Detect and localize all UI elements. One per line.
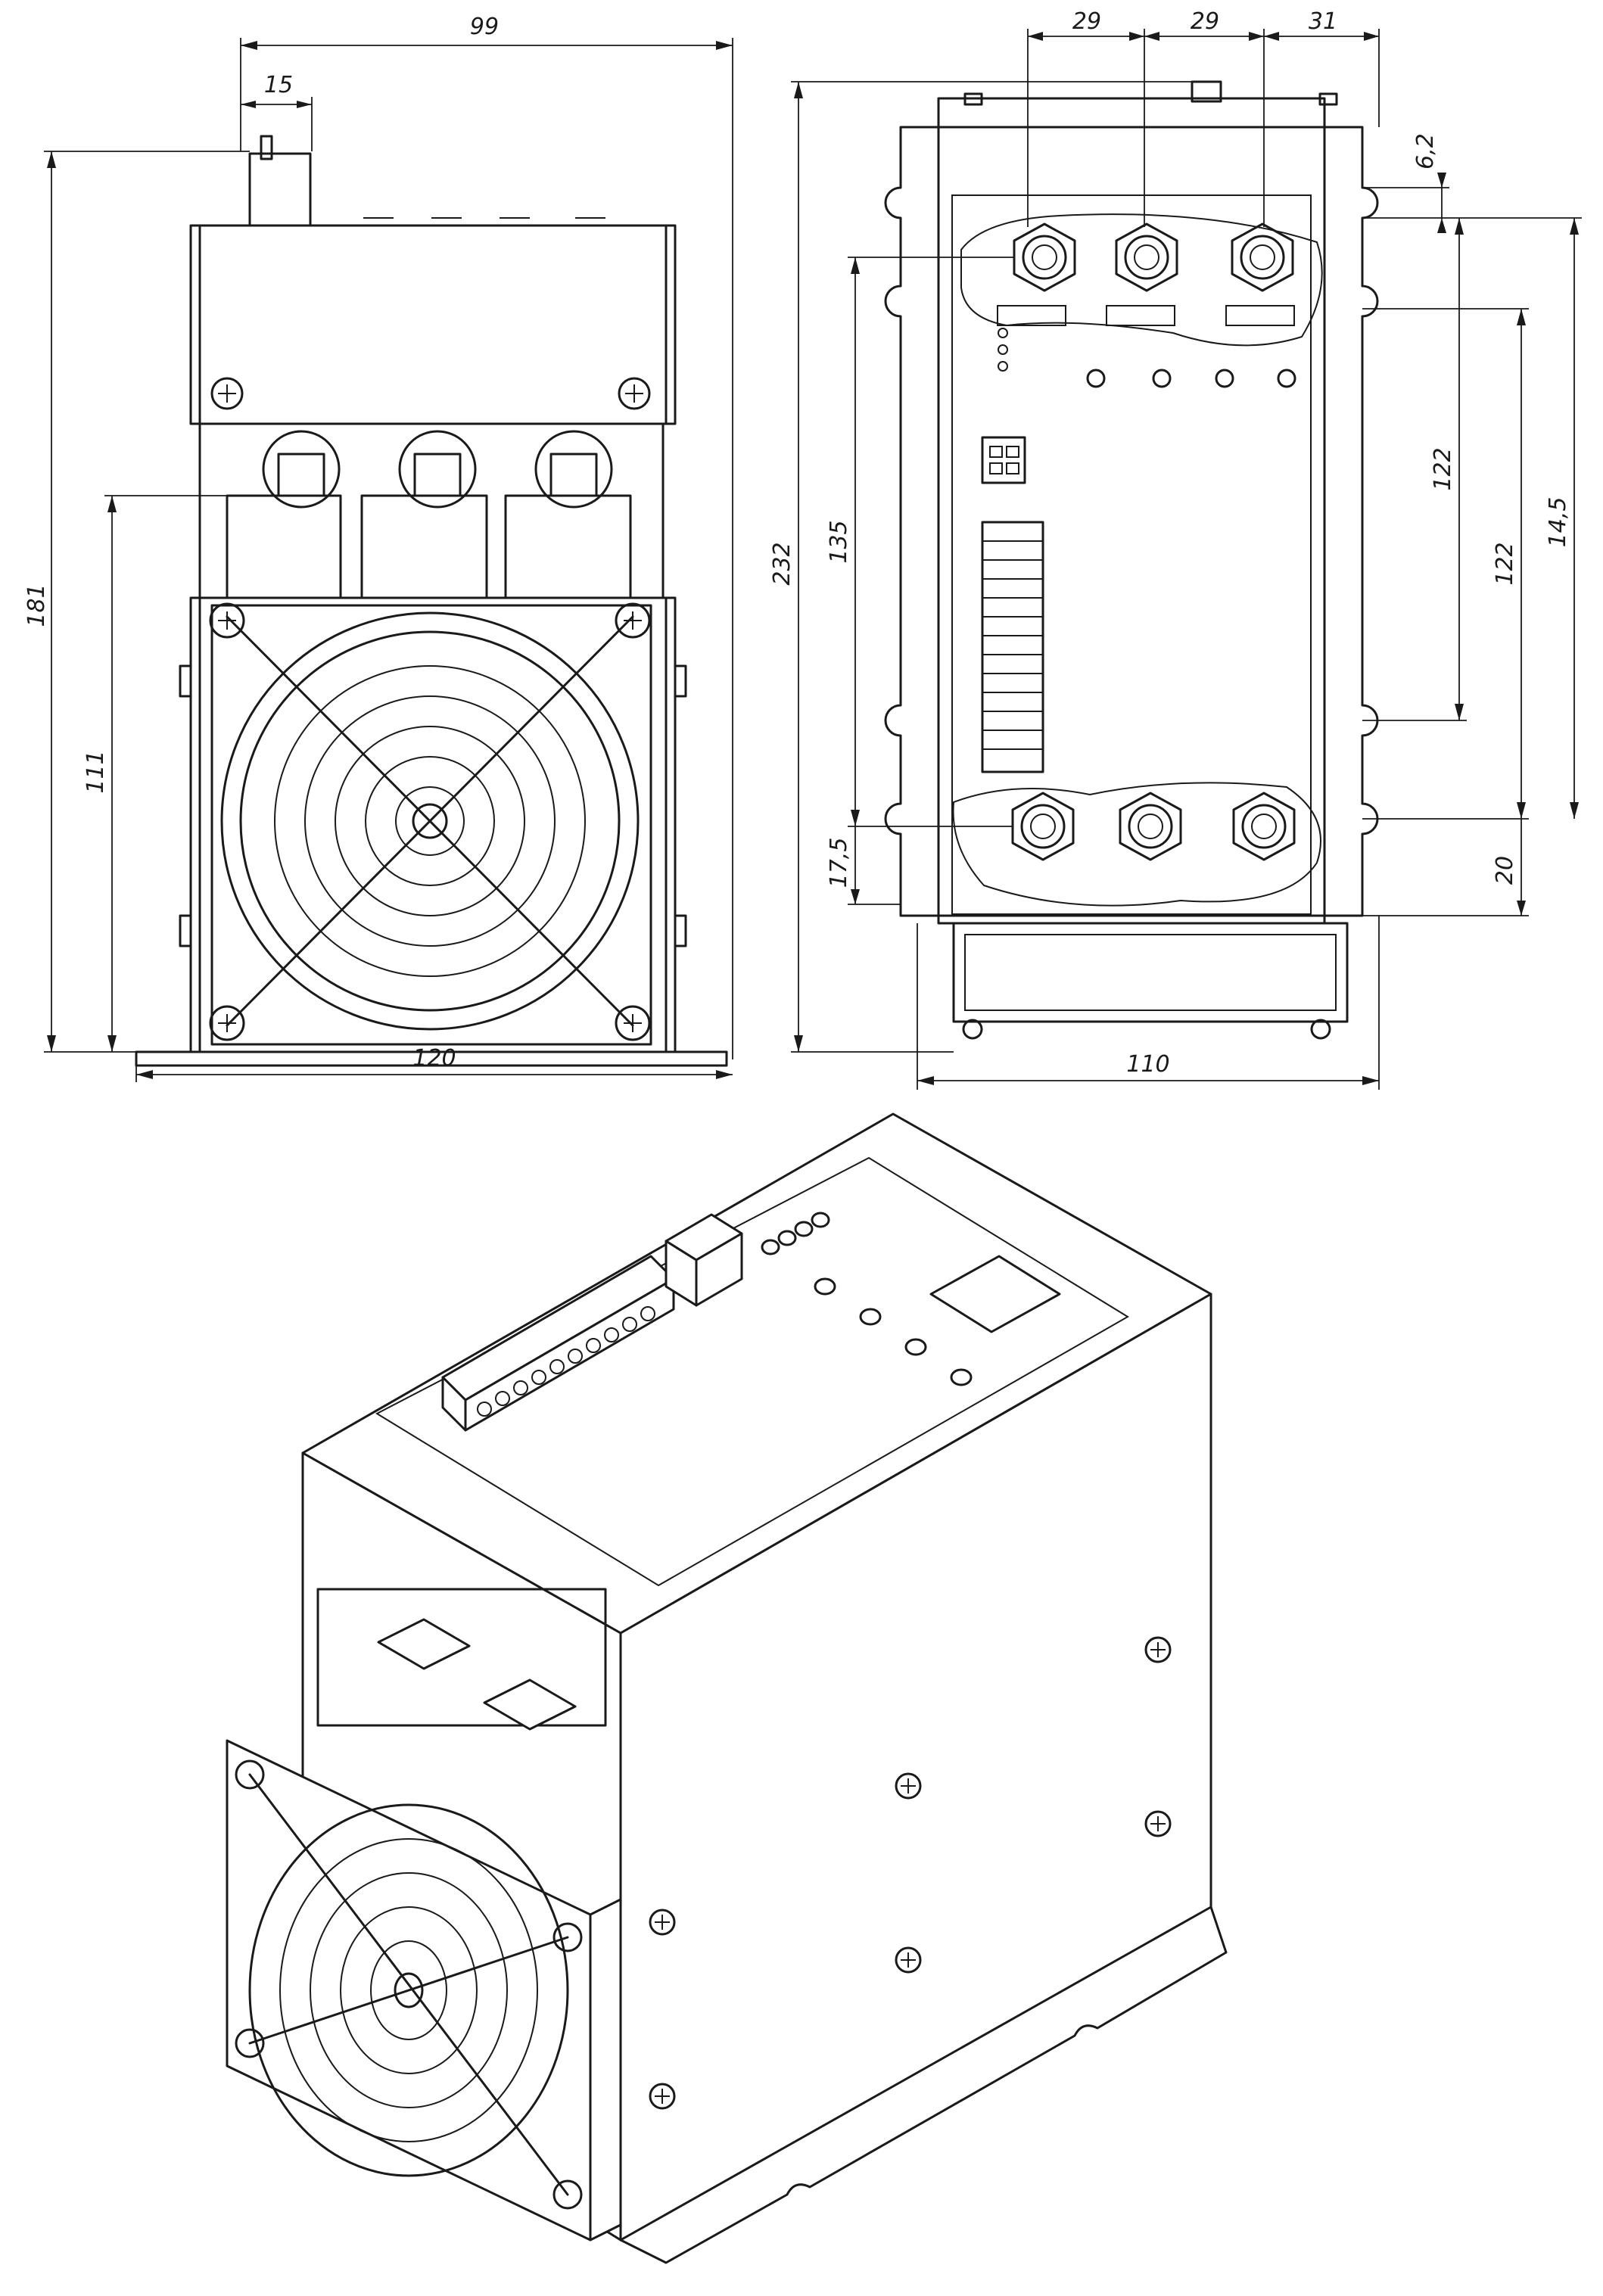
screw-icon (895, 1946, 922, 1974)
terminal-block (441, 1255, 675, 1432)
dim-terminal-offset: 15 (264, 72, 293, 98)
screw-icon (235, 2028, 265, 2058)
led-indicators (761, 1212, 830, 1255)
fan-guard (226, 1739, 622, 2242)
front-view: 99 15 181 111 120 (23, 14, 733, 1082)
screw-icon (618, 377, 651, 410)
connector-2pin (665, 1213, 743, 1307)
screw-icon (552, 1922, 583, 1952)
terminal-block (981, 521, 1044, 773)
connector-2pin (981, 436, 1026, 484)
screw-icon (209, 602, 245, 639)
screw-icon (235, 1759, 265, 1790)
button-icon (859, 1308, 882, 1326)
display (929, 1255, 1061, 1333)
terminal-lugs (198, 422, 665, 599)
dim-pitch-2: 29 (1191, 8, 1219, 35)
top-view: 29 29 31 232 135 17,5 6,2 122 (769, 8, 1582, 1090)
dim-overall-height: 181 (23, 583, 50, 627)
dim-terminal-spacing: 135 (826, 520, 852, 563)
terminal-nut-icon (1119, 792, 1182, 861)
screw-icon (210, 377, 244, 410)
terminal-nut-icon (1011, 792, 1075, 861)
screw-icon (552, 2179, 583, 2210)
screw-icon (649, 2083, 676, 2110)
terminal-nut-icon (1013, 222, 1076, 292)
button-icon (814, 1277, 836, 1296)
dim-mount-spacing-a: 122 (1430, 447, 1456, 490)
dim-pitch-1: 29 (1072, 8, 1101, 35)
screw-icon (615, 1005, 651, 1041)
button-icon (950, 1368, 973, 1386)
screw-icon (1144, 1810, 1172, 1837)
dim-overall-width: 110 (1126, 1051, 1169, 1078)
dim-base-width: 120 (412, 1045, 456, 1072)
dim-fan-height: 111 (82, 750, 109, 793)
dim-total-span: 14,5 (1545, 497, 1571, 548)
dim-edge-offset: 31 (1309, 8, 1337, 35)
dim-slot-offset: 6,2 (1412, 133, 1439, 170)
dim-mount-spacing-b: 122 (1492, 542, 1518, 585)
screw-icon (895, 1772, 922, 1800)
terminal-nut-icon (1232, 792, 1296, 861)
button-icon (904, 1338, 927, 1356)
screw-icon (1144, 1636, 1172, 1663)
mounting-base (619, 1906, 1228, 2264)
dim-overall-length: 232 (769, 542, 795, 585)
led-indicators (1086, 369, 1296, 388)
screw-icon (649, 1909, 676, 1936)
screw-icon (615, 602, 651, 639)
screw-icon (209, 1005, 245, 1041)
fan-guard (220, 611, 640, 1031)
dim-overall-depth: 99 (470, 14, 499, 40)
terminal-nut-icon (1231, 222, 1294, 292)
dim-lower-offset: 20 (1492, 856, 1518, 885)
dim-bottom-offset: 17,5 (826, 838, 852, 888)
isometric-view (226, 1112, 1228, 2264)
terminal-nut-icon (1115, 222, 1178, 292)
